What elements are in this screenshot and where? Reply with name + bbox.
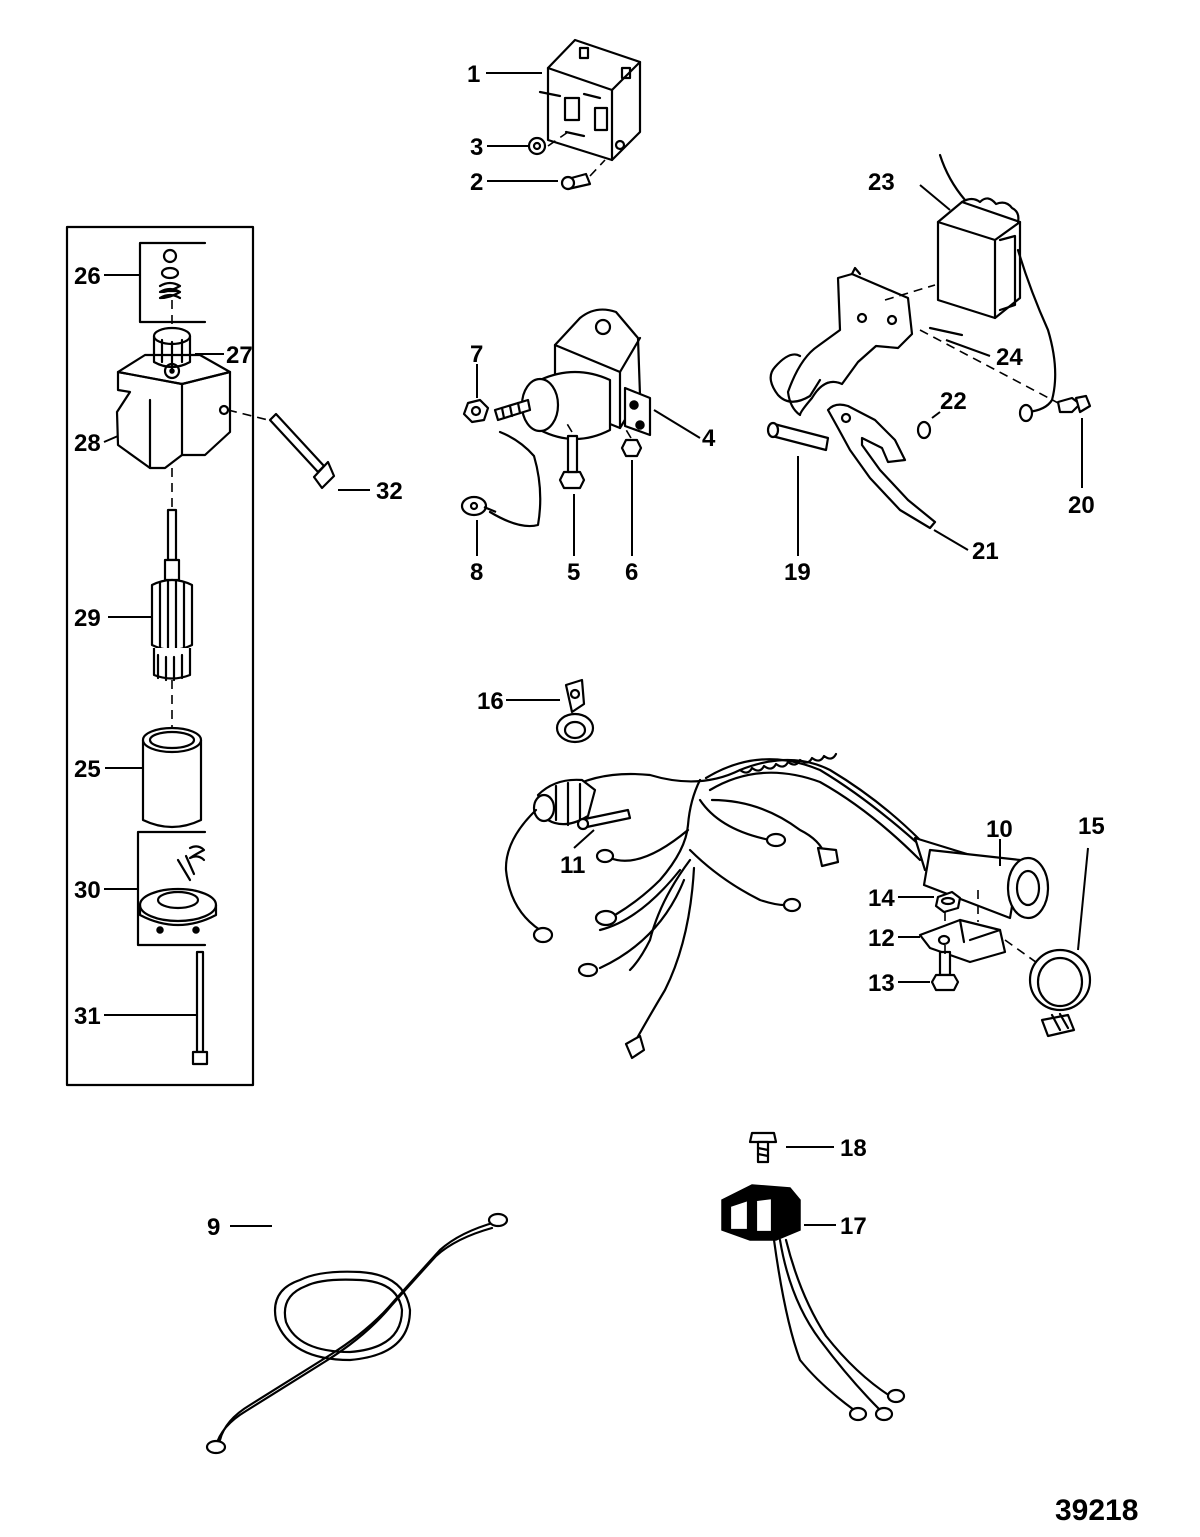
part-32-bolt (268, 412, 336, 490)
callout-3: 3 (470, 134, 483, 161)
callout-18: 18 (840, 1135, 867, 1162)
leader-lines (103, 72, 1089, 1227)
callout-12: 12 (868, 925, 895, 952)
part-9-cable (205, 1212, 509, 1455)
part-18-screw (748, 1131, 778, 1164)
callout-20: 20 (1068, 492, 1095, 519)
part-12-mount-lines (944, 890, 1041, 966)
document-number: 39218 (1055, 1494, 1138, 1527)
part-29-armature (150, 508, 194, 682)
callout-24: 24 (996, 344, 1023, 371)
part-11-fuse (576, 808, 632, 831)
callout-32: 32 (376, 478, 403, 505)
part-24-screw (928, 326, 964, 337)
part-22-washer (916, 420, 932, 440)
callout-21: 21 (972, 538, 999, 565)
part-1-mount-line (547, 131, 606, 177)
part-23-mount-line (884, 284, 1061, 405)
part-14-nut (934, 890, 962, 914)
part-7-nut (462, 398, 490, 424)
callout-30: 30 (74, 877, 101, 904)
part-6-axis-line (624, 427, 632, 439)
part-20-screw (1056, 394, 1092, 414)
part-12-bracket (918, 918, 1007, 964)
callout-31: 31 (74, 1003, 101, 1030)
part-19-pin (766, 421, 830, 452)
callout-13: 13 (868, 970, 895, 997)
callout-11: 11 (560, 852, 585, 879)
part-3-nut (527, 136, 547, 156)
callout-10: 10 (986, 816, 1013, 843)
part-15-hose-clamp (1028, 948, 1092, 1038)
part-31-through-bolt (191, 950, 209, 1066)
part-17-connector (721, 1184, 906, 1422)
part-27-pinion (152, 326, 192, 370)
part-8-lead (460, 430, 542, 528)
part-6-nut (620, 438, 643, 458)
callout-26: 26 (74, 263, 101, 290)
callout-29: 29 (74, 605, 101, 632)
callout-5: 5 (567, 559, 580, 586)
part-26-nut-spring (158, 248, 182, 300)
callout-9: 9 (207, 1214, 220, 1241)
callout-16: 16 (477, 688, 504, 715)
callout-28: 28 (74, 430, 101, 457)
callout-15: 15 (1078, 813, 1105, 840)
callout-14: 14 (868, 885, 895, 912)
part-30-bracket (136, 830, 207, 947)
callout-27: 27 (226, 342, 253, 369)
part-10-harness (504, 752, 1050, 1060)
callout-7: 7 (470, 341, 483, 368)
callout-22: 22 (940, 388, 967, 415)
part-23-solenoid (936, 153, 1057, 423)
part-21-bracket (769, 266, 937, 530)
starter-assembly-frame (65, 225, 255, 1087)
callout-8: 8 (470, 559, 483, 586)
part-4-solenoid (493, 308, 652, 440)
callout-17: 17 (840, 1213, 867, 1240)
part-1-block (538, 38, 642, 162)
part-32-axis-line (227, 409, 269, 421)
callout-25: 25 (74, 756, 101, 783)
part-13-screw (930, 950, 960, 992)
callout-4: 4 (702, 425, 716, 452)
part-25-frame-tube (141, 726, 203, 829)
callout-6: 6 (625, 559, 638, 586)
callout-23: 23 (868, 169, 895, 196)
part-30-end-cap (138, 845, 218, 934)
part-26-bracket (138, 241, 207, 324)
part-28-drive-housing (115, 353, 232, 470)
callout-19: 19 (784, 559, 811, 586)
part-5-screw (558, 434, 586, 490)
part-16-clamp (555, 678, 595, 744)
callout-labels: 1 2 3 4 5 6 7 8 9 10 11 12 13 14 15 16 1… (74, 61, 1105, 1241)
part-5-axis-line (565, 421, 573, 433)
part-2-screw (560, 172, 592, 191)
callout-2: 2 (470, 169, 483, 196)
callout-1: 1 (467, 61, 480, 88)
